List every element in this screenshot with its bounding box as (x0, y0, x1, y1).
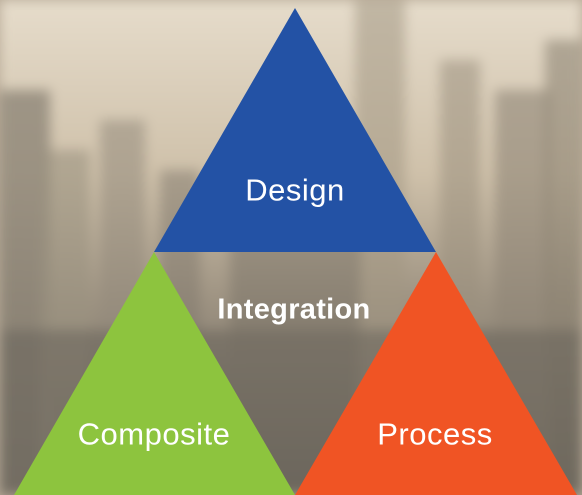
process-label: Process (377, 416, 493, 452)
process-triangle (295, 252, 577, 495)
composite-label: Composite (77, 416, 231, 452)
integration-label: Integration (217, 293, 371, 326)
design-label: Design (245, 172, 345, 208)
design-triangle (154, 8, 436, 252)
composite-triangle (14, 252, 295, 495)
